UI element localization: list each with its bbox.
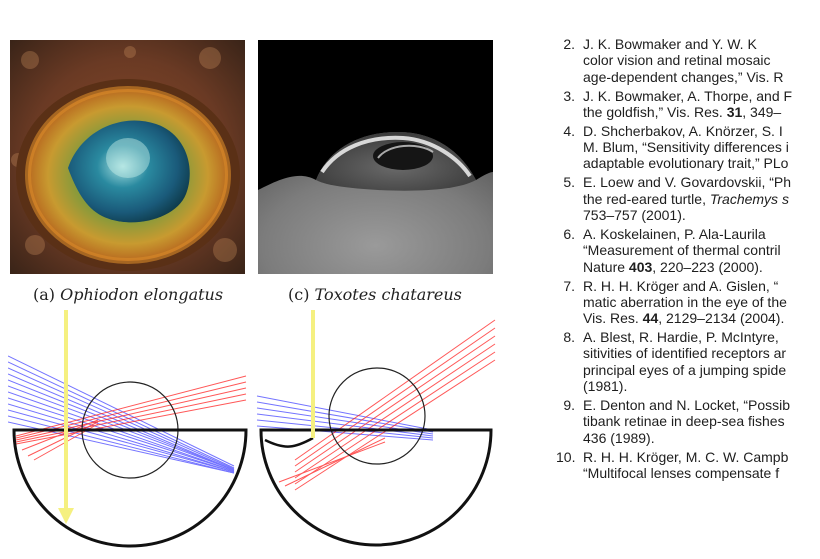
reference-number: 4.	[563, 122, 575, 139]
reference-line: A. Blest, R. Hardie, P. McIntyre,	[583, 329, 779, 346]
reference-line: principal eyes of a jumping spide	[583, 361, 787, 378]
reference-line: M. Blum, “Sensitivity differences i	[583, 139, 789, 156]
reference-line: age-dependent changes,” Vis. R	[583, 68, 784, 85]
eyecup	[259, 428, 493, 547]
reference-number: 6.	[563, 226, 575, 243]
reference-line: E. Loew and V. Govardovskii, “Ph	[583, 174, 792, 191]
reference-item: 10. R. H. H. Kröger, M. C. W. Campb“Multi…	[556, 449, 820, 482]
reference-line: J. K. Bowmaker and Y. W. K	[583, 36, 757, 52]
reference-line: (1981).	[583, 378, 628, 395]
eyecup	[12, 428, 248, 548]
reference-line: J. K. Bowmaker, A. Thorpe, and F	[583, 87, 793, 104]
reference-line: R. H. H. Kröger and A. Gislen, “	[583, 277, 779, 294]
reference-line: tibank retinae in deep-sea fishes	[583, 413, 785, 430]
reference-line: matic aberration in the eye of the	[583, 293, 787, 310]
lens-highlight	[106, 138, 150, 178]
caption-c: (c) Toxotes chatareus	[288, 285, 462, 304]
reference-line: sitivities of identified receptors ar	[583, 345, 787, 362]
ophiodon-eye-photo	[10, 40, 245, 274]
reference-line: “Measurement of thermal contril	[583, 242, 781, 259]
cornea-curve	[264, 436, 314, 448]
reference-line: 436 (1989).	[583, 429, 655, 446]
pupil	[68, 120, 190, 223]
reference-line: 753–757 (2001).	[583, 207, 686, 224]
red-rays	[278, 319, 496, 491]
reference-number: 9.	[563, 397, 575, 414]
reference-line: Nature 403, 220–223 (2000).	[583, 258, 763, 275]
reference-number: 10.	[556, 448, 576, 465]
reference-line: D. Shcherbakov, A. Knörzer, S. I	[583, 122, 783, 139]
reference-item: 8. A. Blest, R. Hardie, P. McIntyre,sitiv…	[556, 329, 820, 394]
ray-diagram-a	[8, 310, 248, 548]
reference-number: 8.	[563, 329, 575, 346]
ray-diagram-c	[256, 310, 496, 547]
reference-line: color vision and retinal mosaic	[583, 52, 771, 69]
reference-line: R. H. H. Kröger, M. C. W. Campb	[583, 448, 789, 465]
toxotes-eye-photo	[258, 40, 493, 274]
reference-line: Vis. Res. 44, 2129–2134 (2004).	[583, 310, 785, 327]
reference-line: A. Koskelainen, P. Ala-Laurila	[583, 226, 766, 243]
caption-a: (a) Ophiodon elongatus	[33, 285, 224, 304]
reference-number: 7.	[563, 277, 575, 294]
reference-line: “Multifocal lenses compensate f	[583, 464, 780, 481]
reference-line: adaptable evolutionary trait,” PLo	[583, 155, 789, 172]
reference-line: E. Denton and N. Locket, “Possib	[583, 397, 790, 414]
reference-line: the goldfish,” Vis. Res. 31, 349–	[583, 103, 782, 120]
reference-number: 3.	[563, 87, 575, 104]
reference-number: 2.	[563, 36, 575, 52]
lens-circle	[328, 367, 426, 465]
reference-item: 7. R. H. H. Kröger and A. Gislen, “matic …	[556, 278, 820, 327]
reference-number: 5.	[563, 174, 575, 191]
reference-item: 6. A. Koskelainen, P. Ala-Laurila“Measure…	[556, 226, 820, 275]
cornea-reflection	[320, 135, 472, 178]
reference-line: the red-eared turtle, Trachemys s	[583, 190, 789, 207]
